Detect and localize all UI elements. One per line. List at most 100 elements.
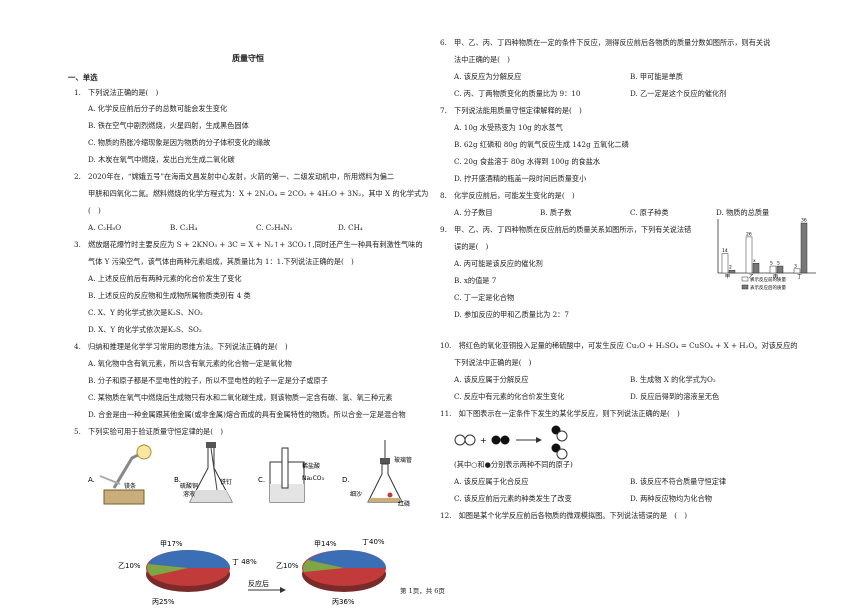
q8-option-a: A. 分子数目 xyxy=(454,208,493,217)
q1-stem: 1. 下列说法正确的是( ) xyxy=(74,88,159,97)
molecule-white-pair xyxy=(454,434,476,446)
q1-option-c: C. 物质的热胀冷缩现象是因为物质的分子体积变化的缘故 xyxy=(88,138,271,147)
q3-line: 3. 燃放烟花爆竹时主要反应为 S + 2KNO₃ + 3C = X + N₂↑… xyxy=(74,240,423,249)
bar-category-label: 乙 xyxy=(749,273,754,280)
page-footer: 第 1页，共 6页 xyxy=(400,587,445,595)
q6-option-d: D. 乙一定是这个反应的催化剂 xyxy=(630,89,727,98)
q5-label-c: C. xyxy=(258,476,265,484)
pie-before xyxy=(146,550,230,592)
q6-line: 6. 甲、乙、丙、丁四种物质在一定的条件下反应，测得反应前后各物质的质量分数如图… xyxy=(440,38,771,47)
q8-option-c: C. 原子种类 xyxy=(630,208,669,217)
pie-slice-ding xyxy=(188,550,230,568)
pie-after-label-bing: 丙36% xyxy=(332,598,355,606)
bar-after-1 xyxy=(752,263,760,274)
pie-before-label-ding: 丁 48% xyxy=(232,558,257,566)
bar-after-1-label: x xyxy=(753,259,756,264)
q9-line: 9. 甲、乙、丙、丁四种物质在反应前后的质量关系如图所示，下列有关说法错 xyxy=(440,225,692,234)
bar-after-3 xyxy=(800,222,808,274)
q5-annot-mg: 镁条 xyxy=(124,482,136,490)
bar-before-3 xyxy=(793,268,801,274)
q8-option-d: D. 物质的总质量 xyxy=(716,208,770,217)
bar-after-0-label: 2 xyxy=(729,265,732,271)
bar-category-label: 丁 xyxy=(797,274,802,280)
bar-after-0 xyxy=(728,269,736,274)
q5-annot-phosphorus: 红磷 xyxy=(398,500,410,508)
bar-category-label: 甲 xyxy=(725,274,730,280)
q11-stem: 11. 如下图表示在一定条件下发生的某化学反应，则下列说法正确的是( ) xyxy=(440,409,680,418)
q7-option-d: D. 拧开盛酒精的瓶盖一段时间后质量变小 xyxy=(454,174,587,183)
q10-line: 10. 将红色的氧化亚铜投入足量的稀硫酸中，可发生反应 Cu₂O + H₂SO₄… xyxy=(440,341,798,350)
q2-option-c: C. C₂H₈N₂ xyxy=(256,223,293,232)
legend-before: 表示反应前的质量 xyxy=(750,276,786,283)
bar-before-2-label: 5 xyxy=(770,261,773,267)
q11-note: (其中○和●分别表示两种不同的原子) xyxy=(454,460,573,469)
pie-slice-ding xyxy=(344,550,386,568)
q8-option-b: B. 质子数 xyxy=(540,208,572,217)
q4-stem: 4. 归纳和推理是化学学习常用的思维方法。下列说法正确的是( ) xyxy=(74,342,288,351)
q9-option-d: D. 参加反应的甲和乙质量比为 2：7 xyxy=(454,310,569,319)
q1-option-b: B. 铁在空气中剧烈燃烧，火星四射，生成黑色固体 xyxy=(88,121,249,130)
pie-after-label-jia: 甲14% xyxy=(314,540,337,548)
q12-stem: 12. 如图是某个化学反应前后各物质的微观模拟图。下列说法错误的是 ( ) xyxy=(440,511,688,520)
bar-before-1-label: 26 xyxy=(746,231,752,237)
q3-option-c: C. X、Y 的化学式依次是K₂S、NO₂ xyxy=(88,308,203,317)
q10-option-d: D. 反应后得到的溶液呈无色 xyxy=(630,392,720,401)
q5-annot-hcl: 稀盐酸 xyxy=(302,462,320,470)
q10-line: 下列说法中正确的是( ) xyxy=(454,358,532,367)
q10-option-a: A. 该反应属于分解反应 xyxy=(454,375,529,384)
q6-option-c: C. 丙、丁两物质变化的质量比为 9：10 xyxy=(454,89,581,98)
q3-line: 气体 Y 污染空气，该气体由两种元素组成，其质量比为 1：1.下列说法正确的是(… xyxy=(88,257,354,266)
bar-before-0-label: 14 xyxy=(722,248,728,254)
q8-stem: 8. 化学反应前后，可能发生变化的是( ) xyxy=(440,191,575,200)
q9-option-a: A. 丙可能是该反应的催化剂 xyxy=(454,259,543,268)
q1-option-d: D. 木炭在氧气中燃烧，发出白光生成二氧化碳 xyxy=(88,155,235,164)
q4-option-c: C. 某物质在氧气中燃烧后生成物只有水和二氧化碳生成，则该物质一定含有碳、氢、氧… xyxy=(88,393,393,402)
bar-after-2-label: 5 xyxy=(777,261,780,267)
magnesium-burning-apparatus xyxy=(99,444,152,505)
bar-before-2 xyxy=(769,265,777,274)
q11-option-d: D. 两种反应物均为化合物 xyxy=(630,494,712,503)
q6-pie-figure: 甲17% 乙10% 丙25% 丁 48% 反应后 甲14% 乙10% 丙36% … xyxy=(118,538,386,606)
molecule-product xyxy=(551,425,568,460)
bar-after-2 xyxy=(776,265,784,274)
bar-legend: 表示反应前的质量 表示反应后的质量 xyxy=(741,276,786,291)
q2-line: 2. 2020年在，“嫦娥五号”在海南文昌发射中心发射，火箭的第一、二级发动机中… xyxy=(74,172,395,181)
q11-option-a: A. 该反应属于化合反应 xyxy=(454,477,529,486)
q5-annot-cuso4: 硫酸铜 xyxy=(180,482,198,490)
q6-option-b: B. 甲可能是单质 xyxy=(630,72,683,81)
q2-option-b: B. C₂H₄ xyxy=(170,223,198,232)
q3-option-b: B. 上述反应的反应物和生成物所属物质类别有 4 类 xyxy=(88,291,251,300)
q6-option-a: A. 该反应为分解反应 xyxy=(454,72,522,81)
q5-label-d: D. xyxy=(342,476,350,484)
q9-option-b: B. x的值是 7 xyxy=(454,276,497,285)
pie-after-label-yi: 乙10% xyxy=(276,562,299,570)
q5-annot-na2co3: Na₂CO₃ xyxy=(302,475,324,482)
q7-option-b: B. 62g 红磷和 80g 的氧气反应生成 142g 五氧化二磷 xyxy=(454,140,629,149)
pie-slice-jia xyxy=(308,550,344,568)
q5-annot-solution: 溶液 xyxy=(183,490,195,498)
q2-option-d: D. CH₄ xyxy=(338,223,363,232)
bar-after-3-label: 36 xyxy=(801,218,807,224)
q5-annot-sand: 细沙 xyxy=(350,490,362,498)
bar-before-0 xyxy=(721,253,729,274)
reaction-arrow-label: 反应后 xyxy=(248,579,269,588)
page-title: 质量守恒 xyxy=(232,53,264,63)
reaction-arrow xyxy=(516,437,542,443)
q5-annot-nail: 铁钉 xyxy=(220,478,232,486)
q5-label-a: A. xyxy=(88,476,95,484)
pie-after xyxy=(302,550,386,592)
pie-slice-yi xyxy=(303,560,344,572)
q11-option-c: C. 该反应前后元素的种类发生了改变 xyxy=(454,494,572,503)
q11-molecule-diagram: + xyxy=(454,425,568,460)
plus-sign: + xyxy=(480,436,487,445)
q5-stem: 5. 下列实验可用于验证质量守恒定律的是( ) xyxy=(74,427,224,436)
q4-option-d: D. 合金是由一种金属跟其他金属(或非金属)熔合而成的具有金属特性的物质。所以合… xyxy=(88,410,406,419)
pie-before-label-bing: 丙25% xyxy=(152,598,175,606)
q11-option-b: B. 该反应不符合质量守恒定律 xyxy=(630,477,727,486)
q9-line: 误的是( ) xyxy=(454,242,489,251)
legend-after: 表示反应后的质量 xyxy=(750,284,786,291)
q5-annot-tube: 玻璃管 xyxy=(394,456,412,464)
q3-option-a: A. 上述反应前后有两种元素的化合价发生了变化 xyxy=(88,274,242,283)
